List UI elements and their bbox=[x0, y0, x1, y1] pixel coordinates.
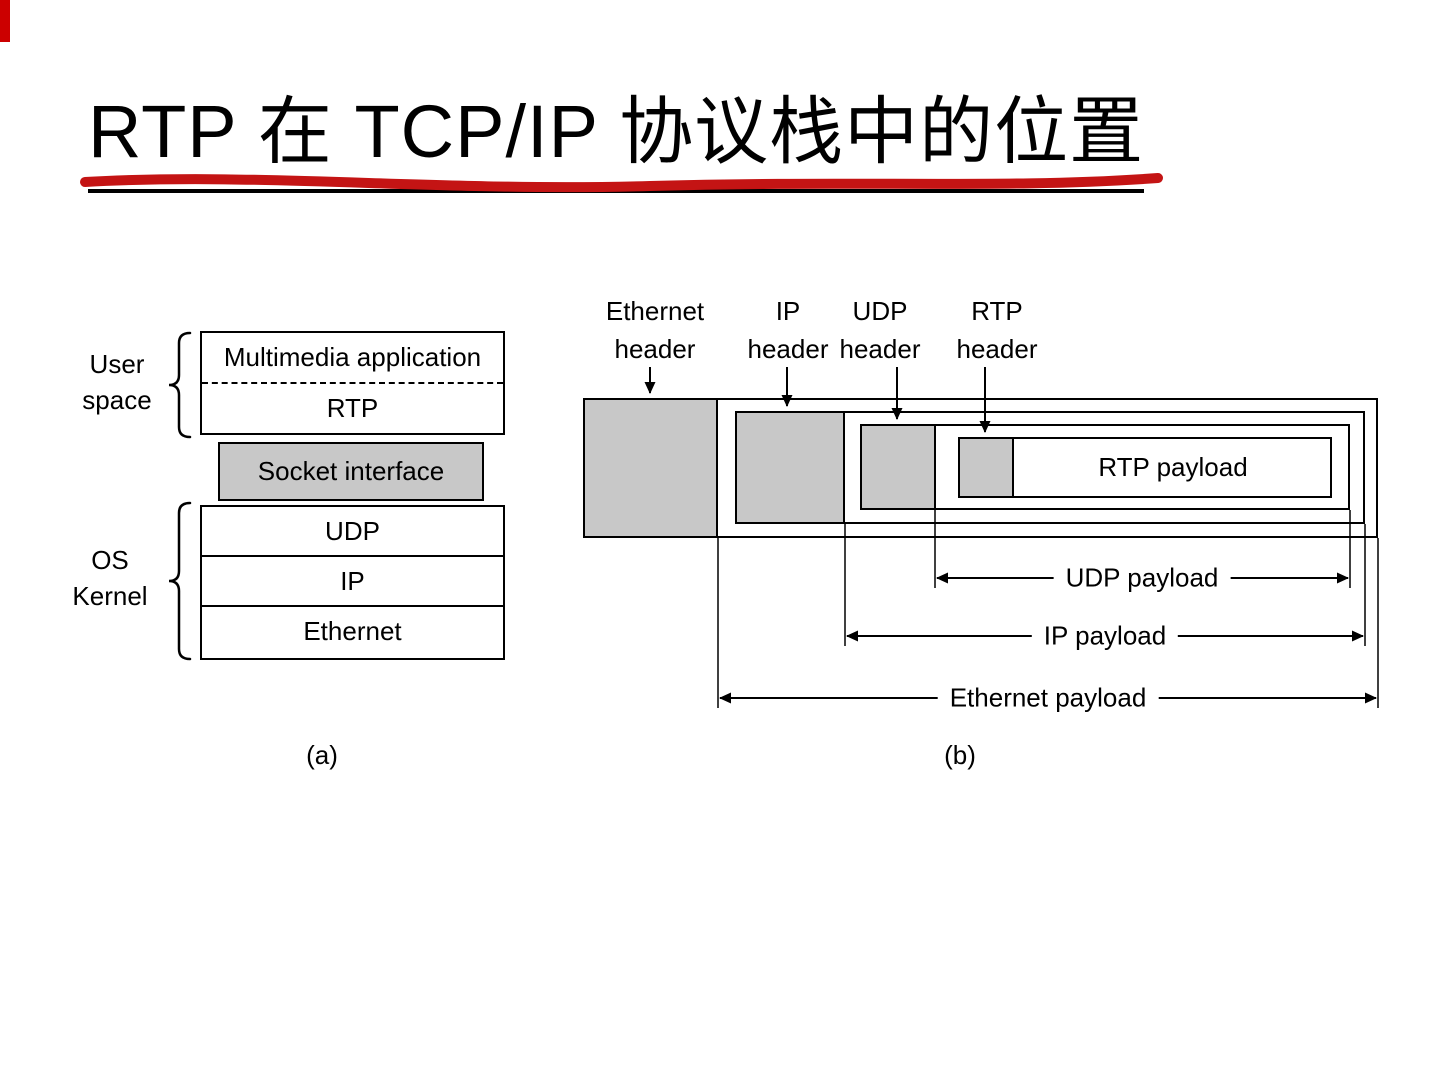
multimedia-application-layer: Multimedia application bbox=[202, 333, 503, 384]
rtp-packet-frame bbox=[958, 437, 1332, 498]
ethernet-payload-label: Ethernet payload bbox=[937, 682, 1159, 714]
user-space-label: User space bbox=[82, 349, 152, 415]
udp-payload-label: UDP payload bbox=[1053, 562, 1231, 594]
ip-payload-label: IP payload bbox=[1031, 620, 1179, 652]
rtp-payload-label: RTP payload bbox=[1098, 452, 1248, 482]
rtp-header-block bbox=[958, 437, 1014, 498]
rtp-layer: RTP bbox=[326, 393, 379, 423]
os-kernel-brace bbox=[168, 501, 192, 661]
ethernet-layer: Ethernet bbox=[303, 616, 402, 646]
caption-a: (a) bbox=[306, 740, 338, 770]
slide-corner-mark bbox=[0, 0, 10, 42]
user-space-brace bbox=[168, 331, 192, 439]
caption-b: (b) bbox=[944, 740, 976, 770]
ethernet-header-label: Ethernet header bbox=[605, 296, 705, 364]
socket-interface-layer: Socket interface bbox=[218, 442, 484, 501]
udp-header-block bbox=[860, 424, 936, 510]
ip-header-label: IP header bbox=[747, 296, 829, 364]
udp-layer: UDP bbox=[202, 507, 503, 557]
slide-title: RTP 在 TCP/IP 协议栈中的位置 bbox=[88, 72, 1145, 193]
ip-layer: IP bbox=[202, 557, 503, 607]
app-rtp-box: Multimedia application RTP bbox=[200, 331, 505, 435]
ip-header-block bbox=[735, 411, 845, 524]
os-kernel-label: OS Kernel bbox=[72, 545, 148, 611]
ethernet-header-block bbox=[583, 398, 718, 538]
kernel-stack-box: UDP IP Ethernet bbox=[200, 505, 505, 660]
udp-header-label: UDP header bbox=[839, 296, 921, 364]
rtp-header-label: RTP header bbox=[956, 296, 1038, 364]
